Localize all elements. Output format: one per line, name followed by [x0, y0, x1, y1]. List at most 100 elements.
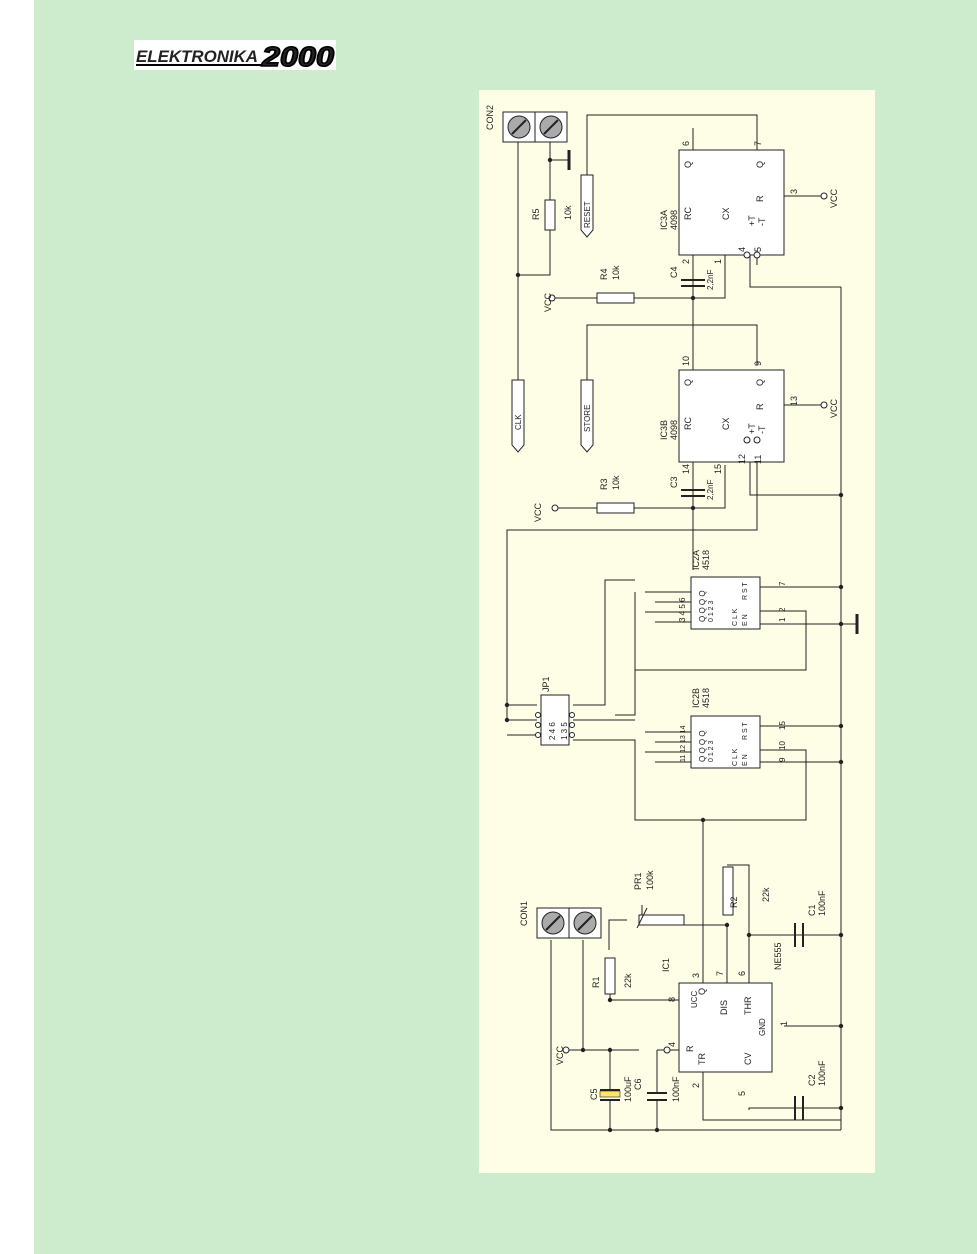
ic3a-qn: Q [755, 161, 765, 168]
c5-value: 100uF [623, 1076, 633, 1102]
ic1-pin-cv: CV [743, 1052, 753, 1065]
ic1-pin-tr: TR [697, 1053, 707, 1065]
ic3b-name: IC3B [659, 420, 669, 440]
ic1-part: NE555 [773, 942, 783, 970]
logo-text-left: ELEKTRONIKA [136, 47, 258, 66]
c1-label: C1 [807, 904, 817, 916]
ic2a-outputs: Q Q Q Q [698, 590, 707, 622]
ic3a-p-q: 6 [681, 141, 691, 146]
ic3a-r: R [755, 195, 765, 202]
ic1-pin-dis: DIS [719, 1000, 729, 1015]
ic3b-tp: +T [747, 423, 757, 434]
c6-value: 100nF [671, 1076, 681, 1102]
r1-label: R1 [591, 976, 601, 988]
schematic-panel: CON2 CON1 R5 10k RESET CLK STORE VCC VCC… [479, 90, 875, 1173]
ic3a-tp: +T [747, 215, 757, 226]
ic2b-en: E N [742, 754, 749, 766]
ic2b-rst: R S T [742, 722, 749, 740]
ic3a-cx: CX [721, 207, 731, 220]
pr1-label: PR1 [633, 872, 643, 890]
ic3b-r: R [755, 403, 765, 410]
vcc-label-5: VCC [555, 1045, 565, 1065]
ic3b-p-tp: 12 [737, 454, 747, 464]
c4-value: 2,2nF [706, 269, 715, 290]
ic3a-p-tn: 5 [753, 247, 763, 252]
ic2b-clk: C L K [732, 748, 739, 766]
c5-label: C5 [589, 1088, 599, 1100]
ic3a-p-qn: 7 [753, 141, 763, 146]
ic3a-rc: RC [683, 207, 693, 220]
ic1-n2: 2 [691, 1083, 701, 1088]
r5-label: R5 [531, 208, 541, 220]
ic3b-p-r: 13 [789, 396, 799, 406]
r2-value: 22k [761, 887, 771, 902]
r3-label: R3 [599, 478, 609, 490]
ic2a-pin-rst: 7 [778, 581, 787, 586]
ic3a-q: Q [683, 161, 693, 168]
ic3b-tn: -T [757, 425, 767, 434]
ic2a-pin-clk: 1 [778, 617, 787, 622]
ic3a-name: IC3A [659, 210, 669, 230]
ic3b-p-rc: 14 [681, 464, 691, 474]
ic1-n1: 1 [779, 1021, 789, 1026]
vcc-label-2: VCC [533, 502, 543, 522]
ic3a-tn: -T [757, 217, 767, 226]
r1-value: 22k [623, 973, 633, 988]
store-label: STORE [583, 405, 592, 432]
ic2a-pins-q: 3 4 5 6 [678, 597, 687, 622]
ic2b-out-idx: 0 1 2 3 [708, 740, 715, 762]
ic2b-outputs: Q Q Q Q [698, 730, 707, 762]
jp1-pins-right: 1 3 5 [560, 722, 569, 740]
ic1-pin-thr: THR [743, 996, 753, 1015]
vcc-label-1: VCC [543, 292, 553, 312]
ic3b-part: 4098 [669, 420, 679, 440]
reset-label: RESET [583, 201, 592, 228]
ic1-name: IC1 [661, 958, 671, 972]
ic3b-cx: CX [721, 417, 731, 430]
clk-label: CLK [514, 414, 523, 430]
r3-value: 10k [611, 475, 621, 490]
ic1-n8: 8 [667, 997, 677, 1002]
jp1-pins-left: 2 4 6 [548, 722, 557, 740]
ic2a-part: 4518 [701, 550, 711, 570]
ic1-pin-q: Q [697, 988, 707, 995]
r5-value: 10k [563, 205, 573, 220]
c6-label: C6 [633, 1078, 643, 1090]
ic2b-pins-q: 11 12 13 14 [680, 725, 687, 762]
con2-label: CON2 [485, 105, 495, 130]
r2-label: R2 [729, 896, 739, 908]
ic1-n7: 7 [715, 971, 725, 976]
ic2b-part: 4518 [701, 688, 711, 708]
ic3b-qn: Q [755, 379, 765, 386]
c1-value: 100nF [817, 890, 827, 916]
vcc-label-3: VCC [829, 188, 839, 208]
jp1-label: JP1 [541, 676, 551, 692]
ic2a-clk: C L K [732, 608, 739, 626]
elektronika-logo: ELEKTRONIKA 2000 [134, 40, 336, 70]
ic3b-rc: RC [683, 417, 693, 430]
c3-value: 2,2nF [706, 479, 715, 500]
logo-text-right: 2000 [261, 41, 335, 70]
ic2a-rst: R S T [742, 582, 749, 600]
ic2a-en: E N [742, 614, 749, 626]
ic1-n4: 4 [667, 1042, 677, 1047]
ic2a-out-idx: 0 1 2 3 [708, 600, 715, 622]
ic3a-p-r: 3 [789, 189, 799, 194]
ic3b-p-qn: 9 [753, 361, 763, 366]
c2-value: 100nF [817, 1060, 827, 1086]
r4-value: 10k [611, 265, 621, 280]
ic1-pin-ucc: UCC [690, 990, 699, 1008]
ic1-n6: 6 [737, 971, 747, 976]
ic2b-pin-clk: 9 [778, 757, 787, 762]
ic1-pin-r: R [685, 1045, 695, 1052]
con1-label: CON1 [519, 901, 529, 926]
ic1-pin-gnd: GND [758, 1018, 767, 1036]
ic3b-p-tn: 11 [753, 455, 763, 464]
c2-label: C2 [807, 1074, 817, 1086]
ic2a-pin-en: 2 [778, 607, 787, 612]
ic3a-p-rc: 2 [681, 259, 691, 264]
ic2a-name: IC2A [691, 550, 701, 570]
r4-label: R4 [599, 268, 609, 280]
schematic-diagram: CON2 CON1 R5 10k RESET CLK STORE VCC VCC… [485, 105, 859, 1133]
ic2b-pin-en: 10 [778, 741, 787, 750]
